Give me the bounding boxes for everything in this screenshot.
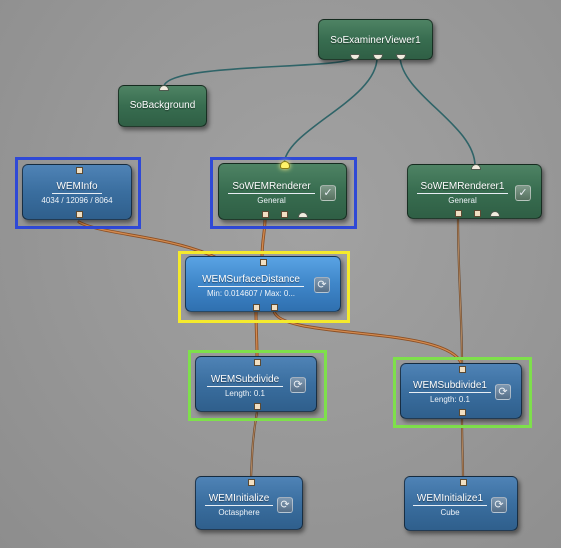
refresh-icon[interactable]: ⟳ bbox=[495, 384, 511, 400]
node-title: WEMInitialize bbox=[196, 493, 282, 506]
node-title: SoWEMRenderer bbox=[219, 181, 324, 194]
node-status: General bbox=[257, 196, 286, 205]
selection-frame-wem-surface-distance bbox=[178, 251, 350, 323]
output-port[interactable] bbox=[76, 211, 83, 218]
node-so-wem-renderer[interactable]: SoWEMRenderer General ✓ bbox=[218, 161, 347, 220]
output-port[interactable] bbox=[281, 211, 288, 218]
output-port[interactable] bbox=[459, 409, 466, 416]
refresh-icon[interactable]: ⟳ bbox=[314, 277, 330, 293]
node-wem-initialize1[interactable]: WEMInitialize1 Cube ⟳ bbox=[404, 476, 518, 531]
input-port-highlighted[interactable] bbox=[280, 161, 290, 169]
refresh-icon[interactable]: ⟳ bbox=[491, 497, 507, 513]
output-port[interactable] bbox=[373, 54, 383, 60]
node-title: SoExaminerViewer1 bbox=[330, 35, 421, 46]
output-port[interactable] bbox=[271, 304, 278, 311]
node-status: General bbox=[448, 196, 477, 205]
selection-frame-wem-subdivide bbox=[188, 350, 327, 421]
node-title: WEMInfo bbox=[23, 181, 131, 194]
selection-frame-wem-subdivide1 bbox=[393, 357, 532, 428]
checkmark-icon[interactable]: ✓ bbox=[320, 185, 336, 201]
output-port[interactable] bbox=[474, 210, 481, 217]
input-port[interactable] bbox=[460, 479, 467, 486]
node-title: WEMSubdivide1 bbox=[401, 380, 499, 393]
checkmark-icon[interactable]: ✓ bbox=[515, 185, 531, 201]
input-port[interactable] bbox=[248, 479, 255, 486]
input-port[interactable] bbox=[76, 167, 83, 174]
node-title: WEMSubdivide bbox=[196, 374, 294, 387]
node-title: WEMSurfaceDistance bbox=[186, 274, 316, 287]
node-wem-info[interactable]: WEMInfo 4034 / 12096 / 8064 bbox=[22, 164, 132, 220]
node-status: Octasphere bbox=[218, 508, 260, 517]
output-port[interactable] bbox=[254, 403, 261, 410]
input-port[interactable] bbox=[298, 212, 308, 218]
node-status: Min: 0.014607 / Max: 0... bbox=[206, 289, 296, 298]
node-status: Cube bbox=[440, 508, 460, 517]
input-port[interactable] bbox=[490, 211, 500, 217]
node-wem-subdivide1[interactable]: WEMSubdivide1 Length: 0.1 ⟳ bbox=[400, 363, 522, 419]
node-wem-subdivide[interactable]: WEMSubdivide Length: 0.1 ⟳ bbox=[195, 356, 317, 412]
selection-frame-wem-info bbox=[15, 157, 141, 229]
output-port[interactable] bbox=[262, 211, 269, 218]
input-port[interactable] bbox=[159, 85, 169, 91]
node-title: SoBackground bbox=[129, 100, 196, 111]
output-port[interactable] bbox=[455, 210, 462, 217]
node-title: SoWEMRenderer1 bbox=[408, 181, 517, 194]
node-status: Length: 0.1 bbox=[429, 395, 471, 404]
output-port[interactable] bbox=[350, 54, 360, 60]
node-so-examiner-viewer[interactable]: SoExaminerViewer1 bbox=[318, 19, 433, 60]
node-status: 4034 / 12096 / 8064 bbox=[41, 196, 113, 205]
output-port[interactable] bbox=[253, 304, 260, 311]
input-port[interactable] bbox=[459, 366, 466, 373]
refresh-icon[interactable]: ⟳ bbox=[277, 497, 293, 513]
node-wem-surface-distance[interactable]: WEMSurfaceDistance Min: 0.014607 / Max: … bbox=[185, 256, 341, 312]
selection-frame-so-wem-renderer bbox=[210, 157, 357, 229]
connection-viewer-to-background[interactable] bbox=[163, 56, 355, 87]
input-port[interactable] bbox=[260, 259, 267, 266]
input-port[interactable] bbox=[254, 359, 261, 366]
node-status: Length: 0.1 bbox=[224, 389, 266, 398]
node-title: WEMInitialize1 bbox=[405, 493, 495, 506]
node-so-background[interactable]: SoBackground bbox=[118, 85, 207, 127]
node-so-wem-renderer1[interactable]: SoWEMRenderer1 General ✓ bbox=[407, 164, 542, 219]
input-port[interactable] bbox=[471, 164, 481, 170]
connection-viewer-to-renderer[interactable] bbox=[283, 56, 378, 166]
refresh-icon[interactable]: ⟳ bbox=[290, 377, 306, 393]
node-wem-initialize[interactable]: WEMInitialize Octasphere ⟳ bbox=[195, 476, 303, 530]
output-port[interactable] bbox=[396, 54, 406, 60]
connection-viewer-to-renderer1[interactable] bbox=[399, 56, 476, 167]
